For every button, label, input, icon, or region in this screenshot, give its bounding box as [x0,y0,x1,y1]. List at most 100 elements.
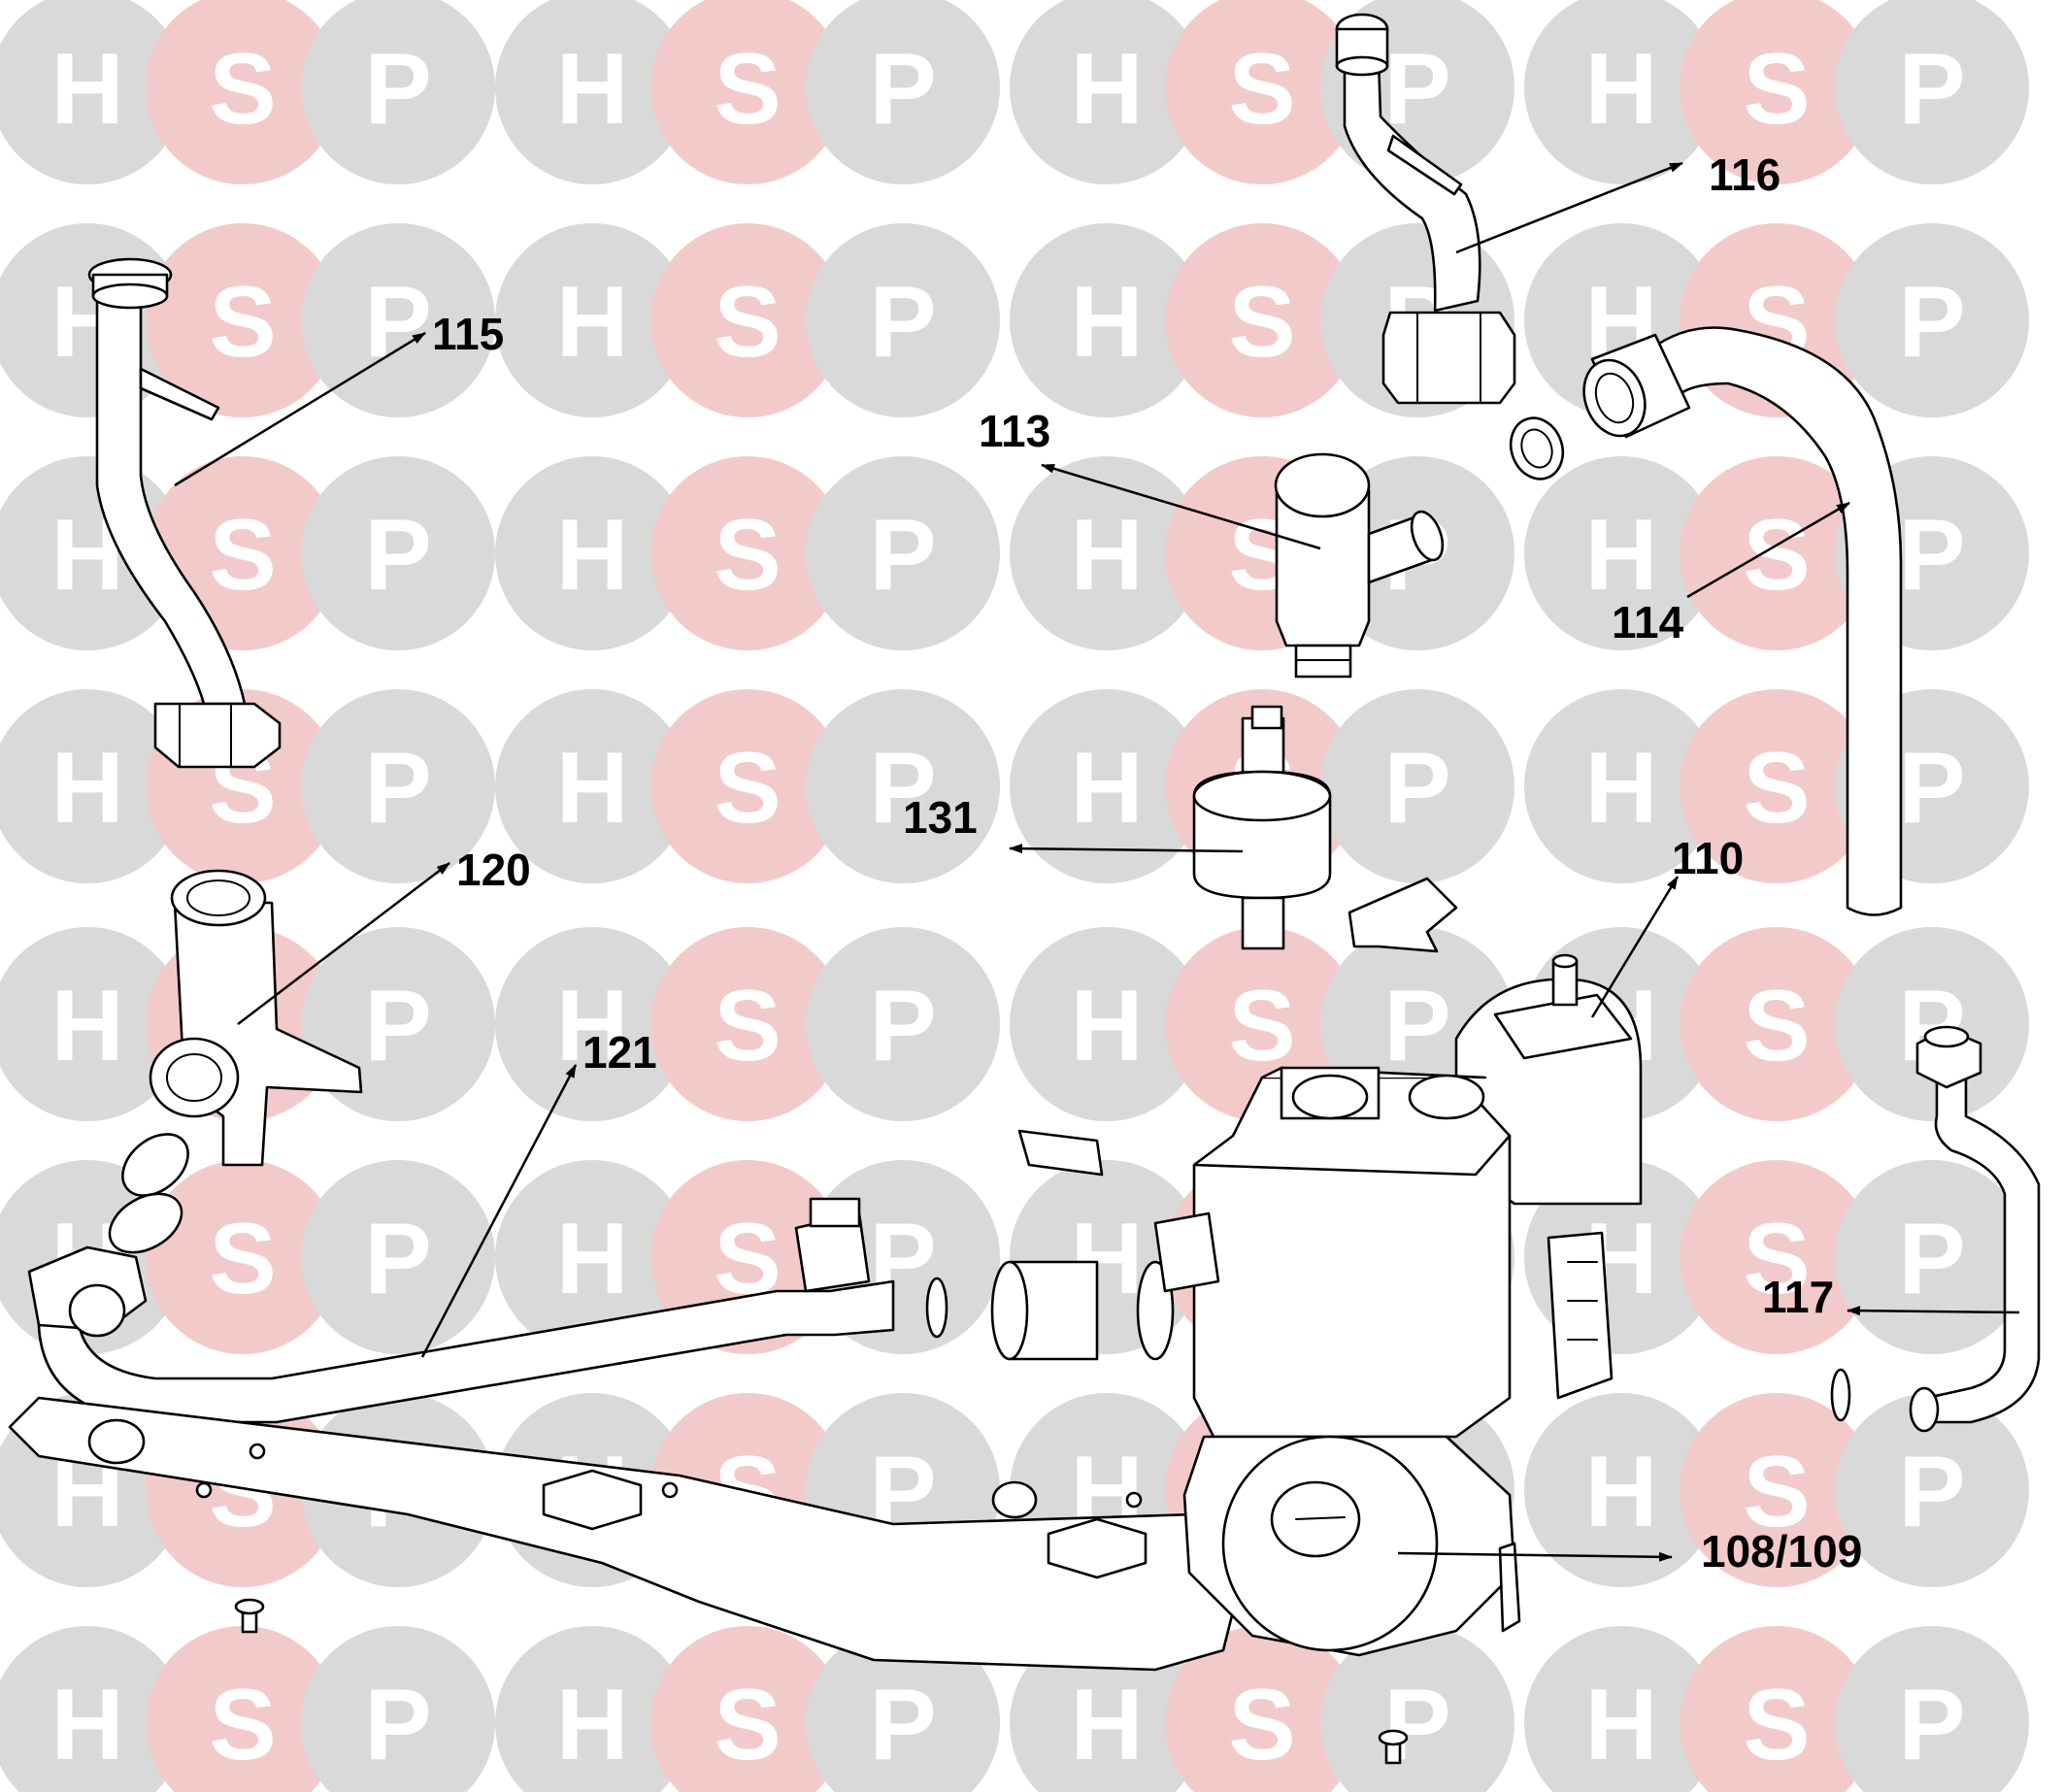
pipe-121-drawing [27,1129,1175,1424]
watermark-circle [1524,456,1718,650]
watermark-letter: S [1743,1669,1810,1781]
watermark-circle [1010,0,1204,184]
watermark-letter: S [1743,732,1810,845]
watermark-circle [495,689,689,883]
watermark-letter: S [1228,266,1295,379]
watermark-letter: S [209,33,276,146]
watermark-circle [1680,1626,1874,1792]
watermark-circle [1010,927,1204,1121]
callout-131: 131 [903,792,978,843]
watermark-letter: H [50,1669,123,1781]
watermark-letter: P [364,1669,431,1781]
watermark-circle [1835,1160,2029,1354]
watermark-letter: S [714,1669,781,1781]
watermark-circle [650,689,845,883]
watermark-circle [806,689,1000,883]
watermark-circle [1680,1393,1874,1587]
watermark-letter: H [50,33,123,146]
watermark-circle [806,1626,1000,1792]
watermark-letter: P [1898,266,1965,379]
watermark-circle [0,927,184,1121]
watermark-letter: H [555,1669,628,1781]
watermark-circle [806,456,1000,650]
watermark-circle [146,1626,340,1792]
callout-121: 121 [582,1027,657,1078]
watermark-letter: P [1898,499,1965,612]
watermark-circle [301,1160,495,1354]
watermark-circle [301,223,495,417]
watermark-circle [806,0,1000,184]
watermark-circle [1524,1626,1718,1792]
leader-116 [1455,161,1683,254]
watermark-circle [650,1626,845,1792]
switch-131-drawing [1192,705,1458,953]
watermark-letter: H [1584,33,1657,146]
watermark-letter: P [869,266,936,379]
watermark-letter: S [1228,970,1295,1082]
watermark-circle [1680,927,1874,1121]
watermark-letter: S [714,33,781,146]
watermark-circle [1835,1626,2029,1792]
watermark-letter: P [364,732,431,845]
leader-110 [1590,876,1680,1018]
watermark-circle [1165,1626,1359,1792]
watermark-letter: S [714,499,781,612]
watermark-letter: H [1584,732,1657,845]
watermark-circle [1680,0,1874,184]
watermark-letter: H [555,1203,628,1315]
watermark-letter: H [50,732,123,845]
watermark-circle [495,1626,689,1792]
watermark-letter: P [869,970,936,1082]
watermark-circle [146,1160,340,1354]
leader-113 [1041,463,1321,550]
leader-131 [1009,844,1244,854]
callout-115: 115 [432,309,504,359]
watermark-letter: S [1743,1203,1810,1315]
watermark-circle [1010,223,1204,417]
leader-114 [1686,501,1850,599]
watermark-letter: P [364,970,431,1082]
watermark-circle [495,927,689,1121]
callout-114: 114 [1612,597,1684,647]
watermark-letter: H [555,499,628,612]
watermark-letter: P [1383,732,1450,845]
watermark-circle [1010,456,1204,650]
elbow-120-drawing [149,869,363,1167]
watermark-letter: P [364,266,431,379]
watermark-letter: H [50,970,123,1082]
watermark-circle [495,1160,689,1354]
leader-115 [174,331,426,487]
watermark-circle [1680,689,1874,883]
callout-110: 110 [1672,833,1744,883]
watermark-letter: H [555,33,628,146]
watermark-letter: H [1070,266,1143,379]
watermark-letter: S [1743,1436,1810,1548]
watermark-circle [301,0,495,184]
callout-labels: 116 115 113 114 131 110 120 121 117 108/… [174,149,2020,1576]
callout-120: 120 [456,845,531,895]
watermark-letter: P [869,499,936,612]
valve-113-drawing [1274,452,1445,679]
watermark-letter: H [1070,499,1143,612]
watermark-circle [146,0,340,184]
watermark-letter: P [1383,33,1450,146]
pump-108-109-drawing [8,1066,1614,1765]
watermark-letter: S [1743,970,1810,1082]
watermark-letter: P [1383,1669,1450,1781]
watermark-letter: H [555,266,628,379]
watermark-circle [146,223,340,417]
watermark-letter: P [1898,1669,1965,1781]
leader-120 [237,862,450,1025]
parts-drawing [8,13,2041,1765]
watermark-circle [0,689,184,883]
pipe-117-drawing [1830,1025,2041,1433]
watermark-letter: P [364,1203,431,1315]
watermark-circle [1320,1626,1514,1792]
watermark-circle [1524,1393,1718,1587]
watermark-letter: P [364,499,431,612]
watermark-letter: H [1584,499,1657,612]
leader-117 [1847,1306,2020,1316]
watermark-circle [650,0,845,184]
watermark-letter: H [1070,1669,1143,1781]
